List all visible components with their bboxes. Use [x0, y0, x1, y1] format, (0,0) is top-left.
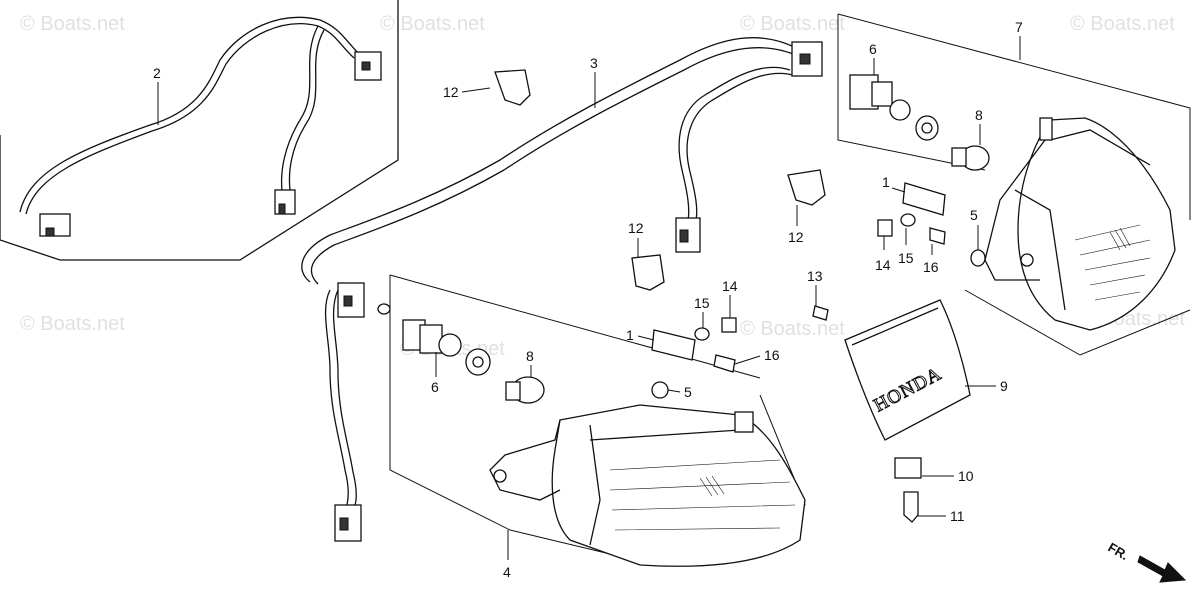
callout-8: 8 — [975, 107, 983, 123]
callout-1: 1 — [626, 327, 634, 343]
callout-1: 1 — [882, 174, 890, 190]
callout-6: 6 — [431, 379, 439, 395]
front-direction-indicator: FR. — [1106, 540, 1187, 583]
callout-3: 3 — [590, 55, 598, 71]
callout-8: 8 — [526, 348, 534, 364]
callout-6: 6 — [869, 41, 877, 57]
part-2-sub-harness — [0, 0, 399, 261]
callout-11: 11 — [950, 508, 965, 524]
callout-4: 4 — [503, 564, 511, 580]
callout-14: 14 — [875, 257, 891, 273]
callout-12: 12 — [628, 220, 644, 236]
callout-16: 16 — [923, 259, 939, 275]
callout-7: 7 — [1015, 19, 1023, 35]
watermark-text: © Boats.net — [380, 13, 485, 35]
part-3-main-harness — [301, 37, 823, 542]
watermark-text: © Boats.net — [20, 313, 125, 335]
callout-14: 14 — [722, 278, 738, 294]
small-parts — [402, 69, 990, 523]
callout-2: 2 — [153, 65, 161, 81]
arrow-icon — [1137, 555, 1187, 583]
watermark-text: © Boats.net — [20, 13, 125, 35]
callout-13: 13 — [807, 268, 823, 284]
callout-9: 9 — [1000, 378, 1008, 394]
part-9-emblem: HONDA — [844, 299, 971, 441]
callout-16: 16 — [764, 347, 780, 363]
callout-15: 15 — [694, 295, 710, 311]
leader-lines — [157, 36, 1021, 560]
callout-15: 15 — [898, 250, 914, 266]
watermark-text: © Boats.net — [740, 318, 845, 340]
direction-label: FR. — [1106, 540, 1132, 563]
part-7-right-taillight — [837, 13, 1191, 356]
callout-5: 5 — [970, 207, 978, 223]
callout-10: 10 — [958, 468, 974, 484]
watermark-text: © Boats.net — [740, 13, 845, 35]
callouts: 2 3 7 6 8 12 1 5 12 14 15 16 12 13 14 15… — [153, 19, 1023, 580]
watermark-text: © Boats.net — [1070, 13, 1175, 35]
callout-5: 5 — [684, 384, 692, 400]
callout-12: 12 — [443, 84, 459, 100]
part-4-left-taillight — [389, 274, 806, 567]
callout-12: 12 — [788, 229, 804, 245]
